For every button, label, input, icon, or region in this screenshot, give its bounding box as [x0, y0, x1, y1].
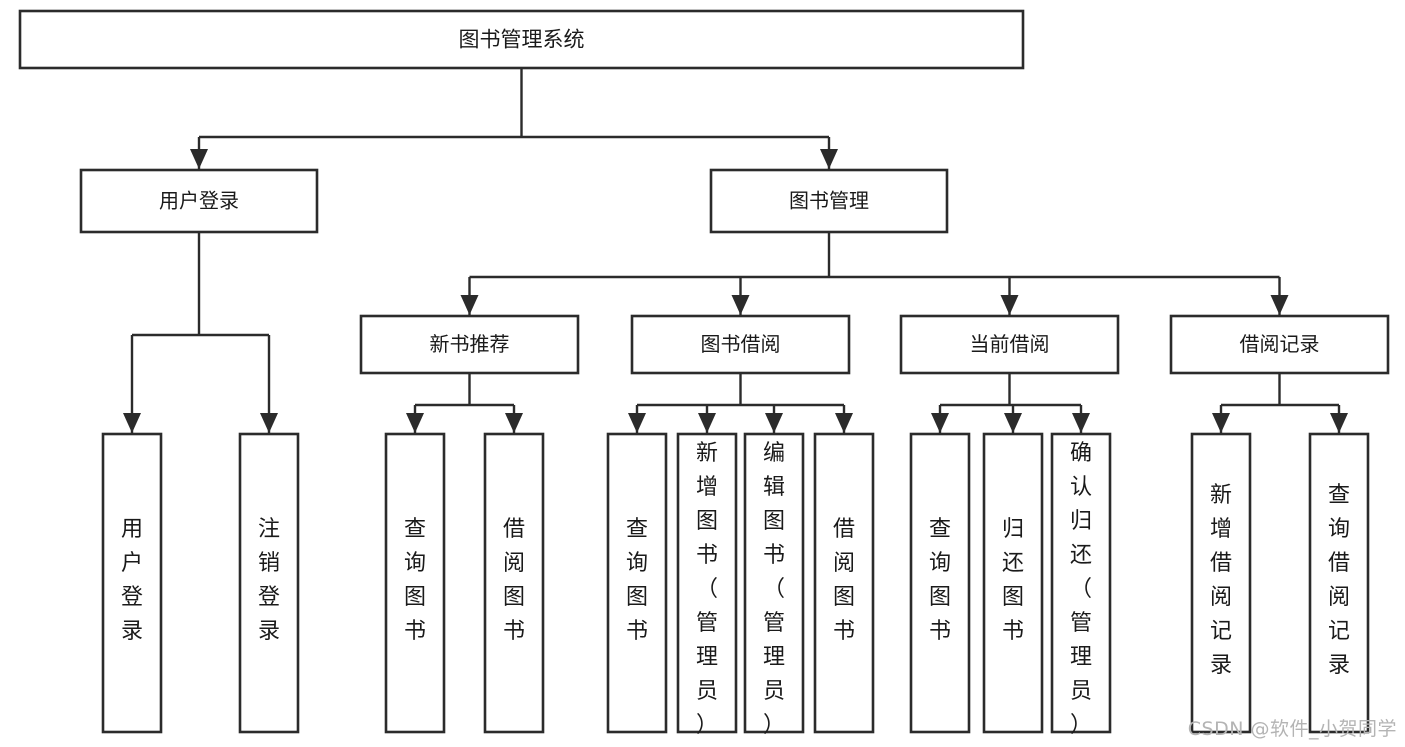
node-leaf-query-book-1-label: 查询图书 — [404, 517, 426, 644]
node-leaf-add-record-label: 新增借阅记录 — [1210, 483, 1232, 678]
node-leaf-return-book[interactable]: 归还图书 — [982, 432, 1044, 734]
node-leaf-user-login[interactable]: 用户登录 — [101, 432, 163, 734]
node-leaf-confirm-return[interactable]: 确认归还（管理员） — [1050, 432, 1112, 738]
node-book-management[interactable]: 图书管理 — [709, 168, 949, 234]
node-leaf-query-book-3[interactable]: 查询图书 — [909, 432, 971, 734]
new-book-recommend-branch-arrowhead-0 — [406, 413, 424, 433]
book-borrow-branch-arrowhead-1 — [698, 413, 716, 433]
node-leaf-confirm-return-label: 确认归还（管理员） — [1070, 441, 1092, 738]
node-current-borrow-label: 当前借阅 — [970, 332, 1050, 356]
user-login-branch-arrowhead-0 — [123, 413, 141, 433]
node-leaf-query-book-3-label: 查询图书 — [929, 517, 951, 644]
node-leaf-query-book-2[interactable]: 查询图书 — [606, 432, 668, 734]
book-management-branch-arrowhead-0 — [460, 295, 479, 315]
node-root[interactable]: 图书管理系统 — [18, 9, 1025, 70]
node-leaf-add-record[interactable]: 新增借阅记录 — [1190, 432, 1252, 734]
node-leaf-query-book-1[interactable]: 查询图书 — [384, 432, 446, 734]
node-leaf-edit-book[interactable]: 编辑图书（管理员） — [743, 432, 805, 738]
node-book-borrow[interactable]: 图书借阅 — [630, 314, 851, 375]
node-leaf-add-book-label: 新增图书（管理员） — [696, 441, 718, 738]
node-leaf-borrow-book-1-label: 借阅图书 — [503, 517, 525, 644]
diagram-nodes: 图书管理系统用户登录图书管理新书推荐图书借阅当前借阅借阅记录用户登录注销登录查询… — [18, 9, 1390, 738]
book-management-branch-arrowhead-3 — [1270, 295, 1289, 315]
book-management-branch-arrowhead-1 — [731, 295, 750, 315]
node-user-login-label: 用户登录 — [159, 189, 239, 213]
root-branch-arrowhead-1 — [820, 149, 838, 169]
book-borrow-branch-arrowhead-2 — [765, 413, 783, 433]
node-book-borrow-label: 图书借阅 — [701, 332, 781, 356]
node-leaf-query-record[interactable]: 查询借阅记录 — [1308, 432, 1370, 734]
node-leaf-query-book-2-label: 查询图书 — [626, 517, 648, 644]
node-leaf-user-logout-label: 注销登录 — [258, 517, 280, 644]
node-leaf-add-book[interactable]: 新增图书（管理员） — [676, 432, 738, 738]
borrow-record-branch-arrowhead-1 — [1330, 413, 1348, 433]
node-borrow-record[interactable]: 借阅记录 — [1169, 314, 1390, 375]
connector-edges — [123, 68, 1348, 433]
node-leaf-borrow-book-2-label: 借阅图书 — [833, 517, 855, 644]
current-borrow-branch-arrowhead-0 — [931, 413, 949, 433]
node-leaf-borrow-book-1[interactable]: 借阅图书 — [483, 432, 545, 734]
book-management-branch-arrowhead-2 — [1000, 295, 1019, 315]
current-borrow-branch-arrowhead-2 — [1072, 413, 1090, 433]
node-leaf-borrow-book-2[interactable]: 借阅图书 — [813, 432, 875, 734]
node-leaf-query-record-label: 查询借阅记录 — [1328, 483, 1350, 678]
node-new-book-recommend-label: 新书推荐 — [430, 332, 510, 356]
current-borrow-branch-arrowhead-1 — [1004, 413, 1022, 433]
node-borrow-record-label: 借阅记录 — [1240, 332, 1320, 356]
book-borrow-branch-arrowhead-0 — [628, 413, 646, 433]
root-branch-arrowhead-0 — [190, 149, 208, 169]
node-leaf-return-book-label: 归还图书 — [1002, 517, 1024, 644]
node-new-book-recommend[interactable]: 新书推荐 — [359, 314, 580, 375]
borrow-record-branch-arrowhead-0 — [1212, 413, 1230, 433]
book-borrow-branch-arrowhead-3 — [835, 413, 853, 433]
node-current-borrow[interactable]: 当前借阅 — [899, 314, 1120, 375]
node-user-login[interactable]: 用户登录 — [79, 168, 319, 234]
user-login-branch-arrowhead-1 — [260, 413, 278, 433]
node-leaf-user-login-label: 用户登录 — [121, 517, 143, 644]
node-leaf-edit-book-label: 编辑图书（管理员） — [763, 441, 785, 738]
new-book-recommend-branch-arrowhead-1 — [505, 413, 523, 433]
node-leaf-user-logout[interactable]: 注销登录 — [238, 432, 300, 734]
node-book-management-label: 图书管理 — [789, 189, 869, 213]
node-root-label: 图书管理系统 — [459, 28, 585, 52]
